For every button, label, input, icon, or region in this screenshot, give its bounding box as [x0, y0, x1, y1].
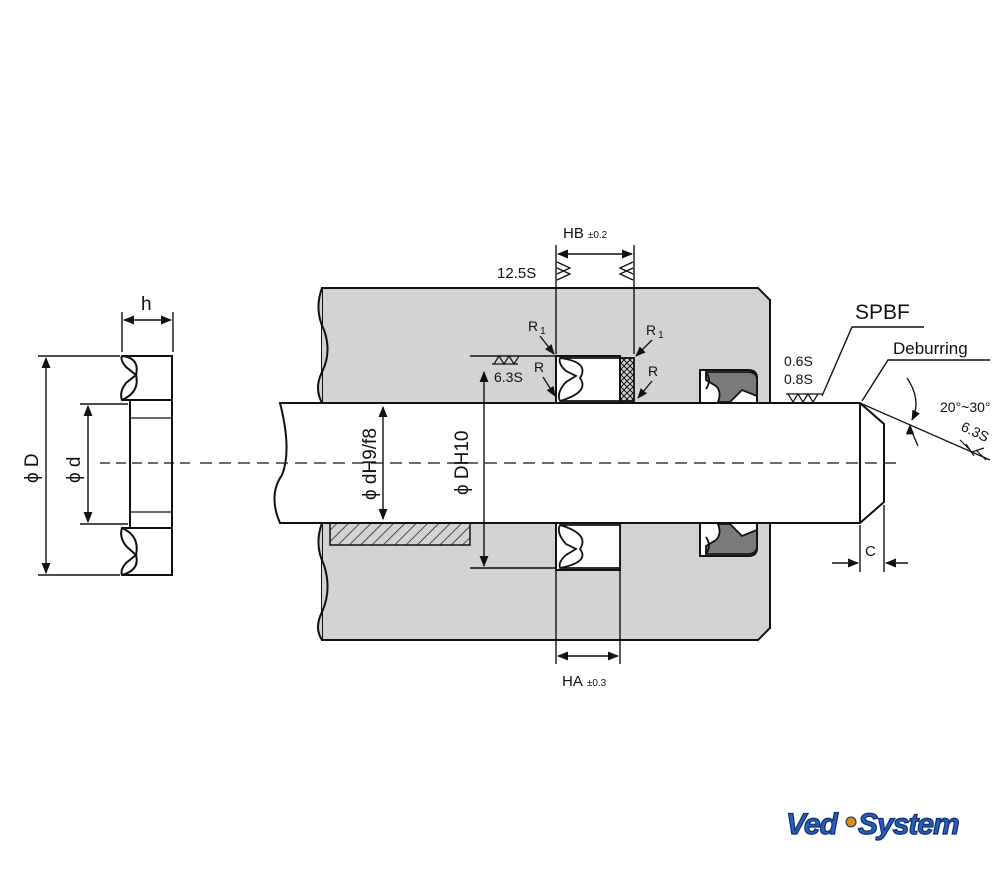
dim-phi-D-bore — [470, 355, 556, 569]
dim-phi-D — [38, 355, 120, 576]
label-angle: 20°~30° — [940, 399, 991, 415]
dim-phi-d — [80, 403, 128, 525]
dim-HB — [555, 245, 635, 354]
label-phi-D-bore: ϕ DH10 — [452, 431, 473, 496]
finish-symbol-6-3-right — [959, 439, 987, 461]
label-R1-right: R — [646, 322, 656, 338]
logo-dot-icon — [845, 816, 857, 828]
backup-ring-upper — [619, 357, 635, 402]
u-seal-lower — [557, 524, 621, 569]
label-finish-12-5: 12.5S — [497, 265, 536, 282]
label-HA-group: HA ±0.3 — [562, 673, 607, 690]
upper-housing — [321, 287, 771, 404]
label-HA-tol: ±0.3 — [587, 678, 607, 689]
label-C: C — [865, 543, 876, 560]
angle-arc-lower — [905, 423, 919, 447]
leader-R1-left — [539, 335, 555, 355]
label-finish-0-6: 0.6S — [784, 353, 813, 369]
leader-deburring — [861, 359, 990, 402]
label-finish-6-3-left: 6.3S — [494, 369, 523, 385]
label-phi-D-left: ϕ D — [22, 453, 43, 483]
dim-HA — [555, 570, 621, 664]
upper-housing-break — [317, 287, 329, 404]
wiper-seal-upper — [705, 371, 758, 403]
leader-SPBF — [821, 326, 924, 397]
wiper-seal-lower-lip — [705, 536, 710, 555]
seal-side-view — [120, 355, 173, 576]
label-R-left: R — [534, 359, 544, 375]
seal-bottom-profile — [120, 527, 173, 576]
angle-arc — [906, 377, 920, 421]
label-R1-left: R — [528, 318, 538, 334]
label-R1-left-sub: 1 — [540, 326, 546, 337]
u-seal-upper — [557, 357, 635, 402]
label-HA: HA — [562, 673, 583, 690]
wiper-seal-lower — [705, 523, 758, 555]
leader-R1-right — [635, 339, 653, 357]
label-phi-d-shaft: ϕ dH9/f8 — [360, 428, 381, 500]
label-R-right: R — [648, 363, 658, 379]
leader-R-left — [542, 376, 556, 397]
finish-symbol-6-3-left — [492, 354, 520, 366]
label-finish-6-3-right: 6.3S — [959, 418, 992, 445]
label-finish-0-8: 0.8S — [784, 371, 813, 387]
label-SPBF: SPBF — [855, 301, 910, 324]
logo-text-system: System — [858, 808, 959, 841]
dim-h — [121, 312, 174, 352]
label-R1-right-sub: 1 — [658, 330, 664, 341]
logo-text-ved: Ved — [786, 808, 839, 841]
shaft — [273, 402, 885, 524]
finish-symbol-right — [618, 261, 634, 281]
hatched-bore-section — [329, 522, 471, 546]
ved-system-logo: Ved System — [785, 807, 960, 841]
label-deburring: Deburring — [893, 339, 968, 358]
label-phi-d-left: ϕ d — [64, 457, 85, 484]
dim-C — [832, 505, 908, 572]
label-HB-tol: ±0.2 — [588, 230, 608, 241]
label-HB: HB — [563, 225, 584, 242]
leader-R-right — [637, 380, 653, 399]
angle-line-chamfer — [859, 402, 991, 461]
lower-housing-break — [317, 522, 329, 641]
wiper-seal-upper-lip — [705, 371, 710, 390]
seal-top-profile — [120, 355, 173, 401]
finish-symbol-0-6 — [786, 392, 822, 404]
label-HB-group: HB ±0.2 — [563, 225, 608, 242]
label-h: h — [141, 294, 152, 315]
finish-symbol-left — [556, 261, 572, 281]
